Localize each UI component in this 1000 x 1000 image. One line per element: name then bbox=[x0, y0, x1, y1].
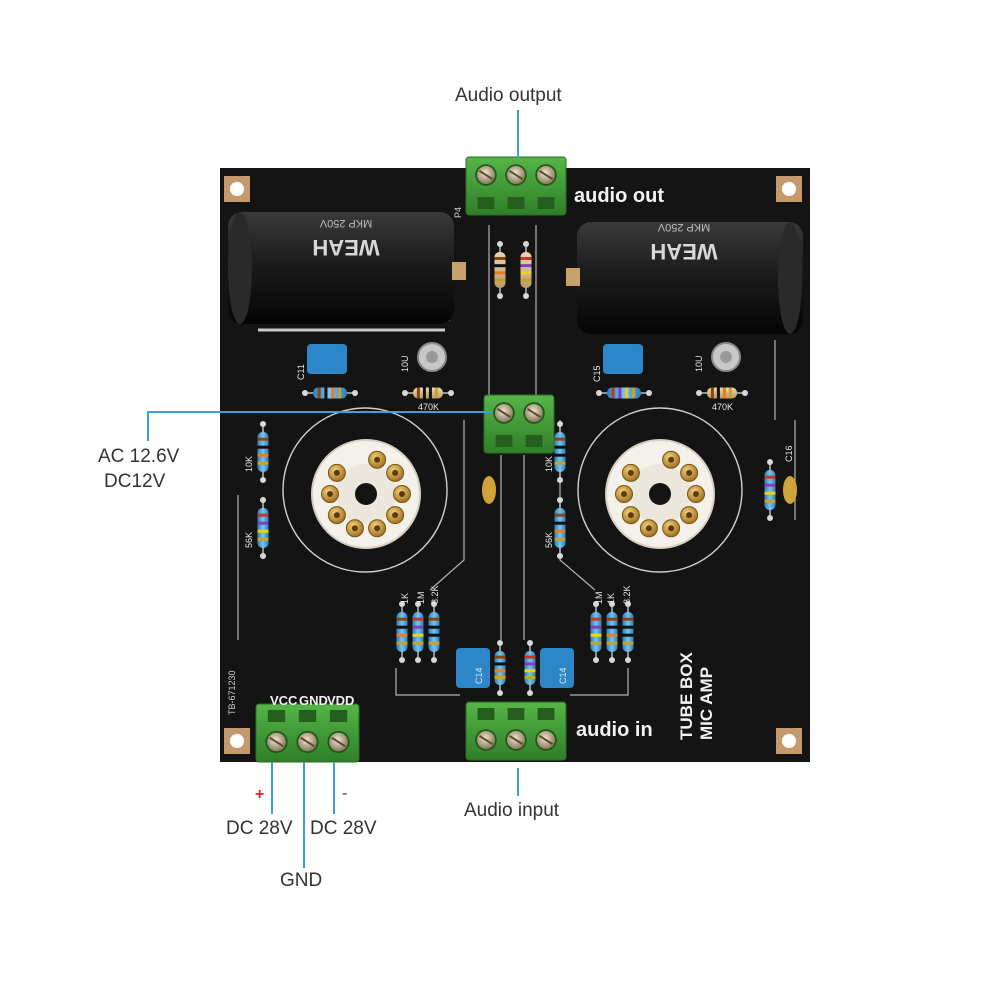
leader-gnd bbox=[303, 762, 305, 868]
resistor bbox=[396, 601, 408, 663]
tube-socket-outline-right bbox=[577, 407, 743, 573]
callout-gnd: GND bbox=[280, 870, 323, 891]
silk-gnd: GND bbox=[299, 693, 328, 708]
terminal-block bbox=[483, 394, 555, 454]
leader-vcc bbox=[271, 762, 273, 814]
silk-470k-left: 470K bbox=[418, 402, 439, 412]
silk-vcc: VCC bbox=[270, 693, 298, 708]
mounting-hole bbox=[776, 176, 802, 202]
mounting-hole bbox=[224, 728, 250, 754]
silk-1m-right: 1M bbox=[594, 591, 604, 604]
silk-56k-left: 56K bbox=[244, 532, 254, 548]
resistor bbox=[554, 497, 566, 559]
resistor bbox=[402, 387, 454, 399]
resistor bbox=[606, 601, 618, 663]
callout-plus: + bbox=[255, 786, 265, 803]
silk-c14-left: C14 bbox=[474, 667, 484, 684]
blue-capacitor-c14-right bbox=[540, 648, 574, 688]
silk-470k-right: 470K bbox=[712, 402, 733, 412]
terminal-block bbox=[255, 703, 360, 763]
silk-audio-in: audio in bbox=[576, 719, 653, 741]
silk-board-code: TB-671230 bbox=[227, 670, 237, 715]
silk-82k-left: 8.2K bbox=[430, 585, 440, 604]
resistor bbox=[596, 387, 652, 399]
silk-c15: C15 bbox=[592, 365, 602, 382]
resistor bbox=[696, 387, 748, 399]
resistor bbox=[622, 601, 634, 663]
silk-c16: C16 bbox=[784, 445, 794, 462]
silk-brand-line2: MIC AMP bbox=[697, 667, 716, 740]
tube-socket-left bbox=[311, 439, 421, 549]
silk-c14-right: C14 bbox=[558, 667, 568, 684]
mounting-hole bbox=[224, 176, 250, 202]
tube-socket-outline-left bbox=[282, 407, 448, 573]
film-capacitor-left: WEAH MKP 250V bbox=[228, 212, 466, 324]
silk-p4: P4 bbox=[453, 207, 463, 218]
blue-capacitor-c14-left bbox=[456, 648, 490, 688]
silk-c11: C11 bbox=[296, 364, 306, 380]
resistor bbox=[590, 601, 602, 663]
blue-capacitor-c15 bbox=[603, 344, 643, 374]
resistor bbox=[257, 497, 269, 559]
blue-capacitor-c11 bbox=[307, 344, 347, 374]
terminal-block bbox=[465, 156, 567, 216]
cap-rating-right: MKP 250V bbox=[657, 221, 710, 233]
callout-audio-input: Audio input bbox=[464, 800, 560, 821]
resistor bbox=[764, 459, 776, 521]
silk-82k-right: 8.2K bbox=[622, 585, 632, 604]
silk-10u-right: 10U bbox=[694, 355, 704, 372]
silk-1k-left: 1K bbox=[400, 593, 410, 604]
disc-capacitor-right bbox=[783, 476, 797, 504]
leader-ac-vertical bbox=[147, 411, 149, 441]
resistor-array bbox=[257, 241, 776, 696]
silk-10u-left: 10U bbox=[400, 355, 410, 372]
resistor bbox=[554, 421, 566, 483]
electrolytic-capacitor-right bbox=[711, 342, 741, 372]
silk-brand-line1: TUBE BOX bbox=[677, 652, 696, 741]
resistor bbox=[494, 241, 506, 299]
silk-56k-right: 56K bbox=[544, 532, 554, 548]
callout-minus: - bbox=[342, 785, 348, 802]
leader-ac-horizontal bbox=[147, 411, 492, 413]
resistor bbox=[494, 640, 506, 696]
leader-audio-output bbox=[517, 110, 519, 158]
tube-socket-right bbox=[605, 439, 715, 549]
terminal-block bbox=[465, 701, 567, 761]
callout-audio-output: Audio output bbox=[455, 85, 562, 106]
silk-1m-left: 1M bbox=[416, 591, 426, 604]
silk-audio-out: audio out bbox=[574, 185, 664, 207]
callout-dc-28v-vcc: DC 28V bbox=[226, 818, 293, 839]
silk-10k-right: 10K bbox=[544, 456, 554, 472]
silk-10k-left: 10K bbox=[244, 456, 254, 472]
resistor bbox=[524, 640, 536, 696]
callout-dc-voltage: DC12V bbox=[104, 471, 166, 492]
electrolytic-capacitor-left bbox=[417, 342, 447, 372]
resistor bbox=[428, 601, 440, 663]
resistor bbox=[302, 387, 358, 399]
disc-capacitor-left bbox=[482, 476, 496, 504]
callout-ac-voltage: AC 12.6V bbox=[98, 446, 180, 467]
terminal-blocks bbox=[255, 156, 567, 763]
resistor bbox=[520, 241, 532, 299]
cap-rating-left: MKP 250V bbox=[319, 217, 372, 229]
silk-1k-right: 1K bbox=[606, 593, 616, 604]
leader-vdd bbox=[333, 762, 335, 814]
leader-audio-input bbox=[517, 768, 519, 796]
callout-dc-28v-vdd: DC 28V bbox=[310, 818, 377, 839]
resistor bbox=[257, 421, 269, 483]
mounting-hole bbox=[776, 728, 802, 754]
silk-vdd: VDD bbox=[327, 693, 354, 708]
cap-brand-left: WEAH bbox=[312, 235, 379, 260]
film-capacitor-right: WEAH MKP 250V bbox=[566, 221, 803, 334]
resistor bbox=[412, 601, 424, 663]
cap-brand-right: WEAH bbox=[650, 239, 717, 264]
